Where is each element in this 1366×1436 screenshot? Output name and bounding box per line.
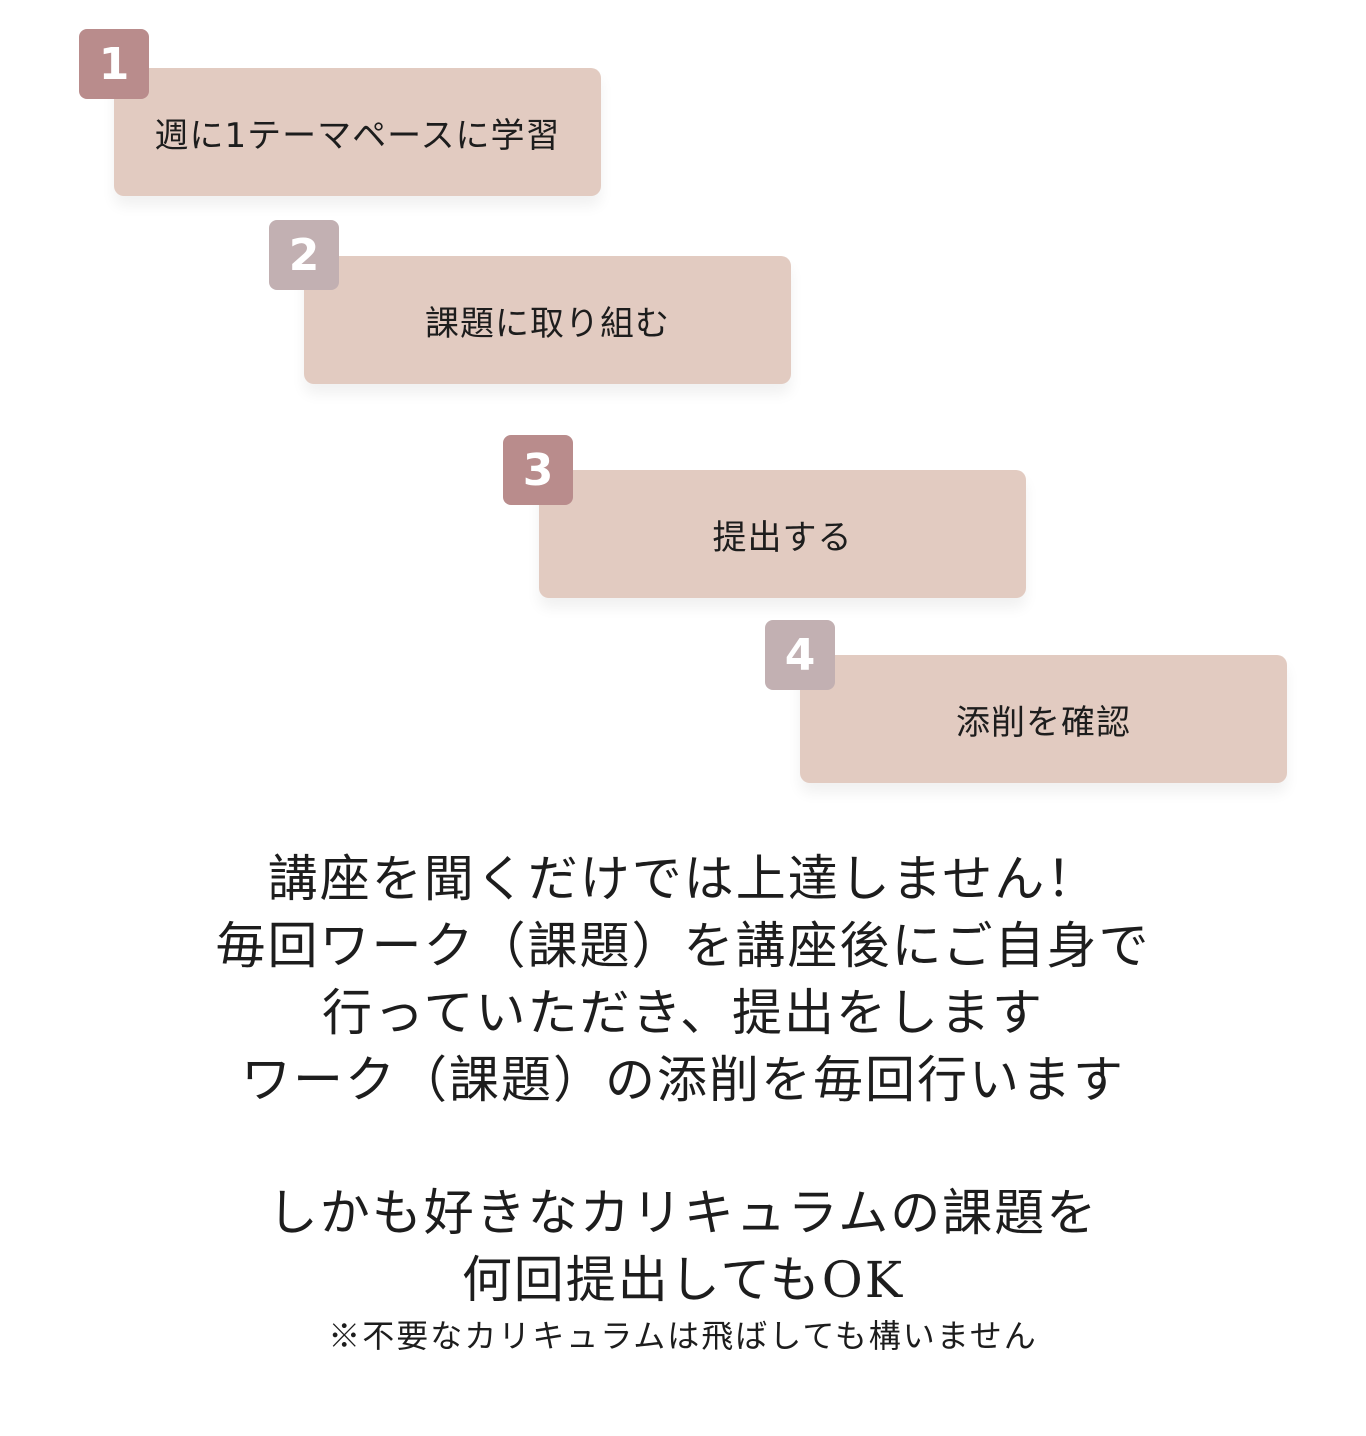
message-line-2: 毎回ワーク（課題）を講座後にご自身で [215,917,1151,975]
step-label-2: 課題に取り組む [425,303,670,344]
step-card-3: 提出する [539,470,1026,598]
step-number-badge-2: 2 [269,220,339,290]
step-card-1: 週に1テーマペースに学習 [114,68,601,196]
second-message-block: しかも好きなカリキュラムの課題を 何回提出してもOK ※不要なカリキュラムは飛ば… [100,1180,1266,1358]
step-number-badge-4: 4 [765,620,835,690]
message-line-3: 行っていただき、提出をします [322,984,1044,1042]
step-label-3: 提出する [712,517,853,558]
message-block: 講座を聞くだけでは上達しません！ 毎回ワーク（課題）を講座後にご自身で 行ってい… [100,846,1266,1114]
step-label-4: 添削を確認 [956,702,1131,743]
message-line-4: ワーク（課題）の添削を毎回行います [241,1051,1125,1109]
step-number-badge-3: 3 [503,435,573,505]
step-label-1: 週に1テーマペースに学習 [154,115,561,156]
message-line-1: 講座を聞くだけでは上達しません！ [267,850,1099,908]
step-card-4: 添削を確認 [800,655,1287,783]
step-card-2: 課題に取り組む [304,256,791,384]
second-message-line-2: 何回提出してもOK [461,1251,905,1309]
note-text: ※不要なカリキュラムは飛ばしても構いません [328,1317,1038,1355]
step-number-badge-1: 1 [79,29,149,99]
second-message-line-1: しかも好きなカリキュラムの課題を [267,1184,1099,1242]
